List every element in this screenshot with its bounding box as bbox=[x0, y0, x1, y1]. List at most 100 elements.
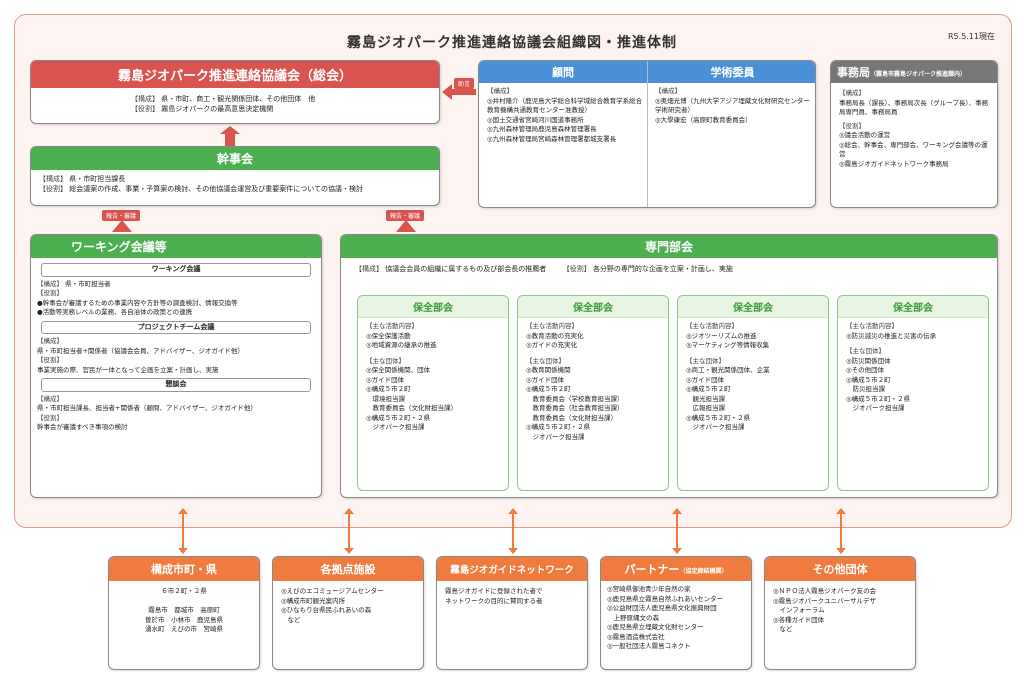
council-role-label: 【役割】 bbox=[131, 105, 159, 113]
secretariat-comp-label: 【構成】 bbox=[839, 89, 865, 97]
advisor-header: 顧問 bbox=[479, 61, 647, 83]
secretariat-header: 事務局（霧島市霧島ジオパーク推進課内） bbox=[831, 61, 997, 83]
team-acts: ◎ジオツーリズムの推進 ◎マーケティング等情報収集 bbox=[686, 331, 770, 350]
bottom-body: ◎えびのエコミュージアムセンター ◎構成市町観光案内所 ◎ひなもり台県民ふれあい… bbox=[281, 587, 384, 624]
working-box: ワーキング会議等 ワーキング会議 【構成】 県・市町担当者 【役割】 ●幹事会が… bbox=[30, 234, 322, 498]
page-title: 霧島ジオパーク推進連絡協議会組織図・推進体制 bbox=[347, 35, 677, 51]
team-orgs: ◎教育関係機関 ◎ガイド団体 ◎構成５市２町 教育委員会（学校教育担当課） 教育… bbox=[526, 366, 624, 441]
team-orgs: ◎防災関係団体 ◎その他団体 ◎構成５市２町 防災担当課 ◎構成５市２町・２県 … bbox=[846, 356, 911, 413]
advisor-item: ◎国土交通省宮崎河川国道事務所 bbox=[487, 115, 584, 124]
date-label: R5.5.11現在 bbox=[948, 32, 996, 41]
secretariat-title: 事務局 bbox=[837, 66, 870, 79]
working-role: ●幹事会が審議するための事業内容や方針等の調査検討、情報交換等 ●活動等実務レベ… bbox=[37, 298, 238, 317]
working-section-title: ワーキング会議 bbox=[41, 263, 311, 277]
working-comp-label: 【構成】 bbox=[37, 279, 63, 288]
team-orgs: ◎保全関係機関、団体 ◎ガイド団体 ◎構成５市２町 環境担当課 教育委員会（文化… bbox=[366, 366, 457, 431]
advisor-item: ◎九州森林管理局宮崎森林管理署都城支署長 bbox=[487, 134, 617, 143]
report-arrow-right-head bbox=[396, 220, 416, 232]
bottom-header: 構成市町・県 bbox=[109, 557, 259, 581]
specialist-comp: 協議会会員の組織に属するもの及び部会長の推薦者 bbox=[385, 265, 547, 273]
executive-box: 幹事会 【構成】 県・市町担当課長 【役割】 総会議案の作成、事業・予算案の検討… bbox=[30, 146, 440, 206]
bottom-body: ６市２町・２県 霧島市 都城市 高原町 曽於市 小林市 鹿児島県 湧水町 えびの… bbox=[145, 587, 223, 633]
team-act-label: 【主な活動内容】 bbox=[526, 322, 578, 330]
link-arrow bbox=[836, 508, 846, 554]
working-role: 事業実施の際、官民が一体となって企画を立案・計画し、実施 bbox=[37, 365, 219, 374]
council-box: 霧島ジオパーク推進連絡協議会（総会） 【構成】 県・市町、商工・観光関係団体、そ… bbox=[30, 60, 440, 124]
specialist-role: 各分野の専門的な企画を立案・計画し、実施 bbox=[592, 265, 733, 273]
link-arrow bbox=[344, 508, 354, 554]
executive-header: 幹事会 bbox=[31, 147, 439, 170]
specialist-role-label: 【役割】 bbox=[562, 265, 591, 273]
advisor-item: ◎井村隆介（鹿児島大学総合科学域総合教育学系総合教育機構共通教育センター准教授） bbox=[487, 96, 643, 115]
secretariat-comp: 事務局長（課長）、事務局次長（グループ長）、事務局専門員、事務局員 bbox=[839, 98, 989, 117]
exec-to-council-stem bbox=[225, 134, 235, 146]
secretariat-box: 事務局（霧島市霧島ジオパーク推進課内） 【構成】 事務局長（課長）、事務局次長（… bbox=[830, 60, 998, 208]
bottom-header: 霧島ジオガイドネットワーク bbox=[437, 557, 587, 581]
team-orgs: ◎商工・観光関係団体、企業 ◎ガイド団体 ◎構成５市２町 観光担当課 広報担当課… bbox=[686, 366, 770, 431]
team-name: 保全部会 bbox=[358, 296, 508, 318]
report-tag-right: 報告・審議 bbox=[386, 210, 425, 221]
working-comp: 県・市町担当課長、担当者+関係者（顧問、アドバイザー、ジオガイド他） bbox=[37, 404, 257, 412]
bottom-header: パートナー（協定締結機関） bbox=[601, 557, 751, 581]
working-comp-label: 【構成】 bbox=[37, 337, 63, 345]
member-municipalities-box: 構成市町・県 ６市２町・２県 霧島市 都城市 高原町 曽於市 小林市 鹿児島県 … bbox=[108, 556, 260, 670]
team-card: 保全部会 【主な活動内容】 ◎ジオツーリズムの推進 ◎マーケティング等情報収集 … bbox=[677, 295, 829, 491]
executive-comp: 県・市町担当課長 bbox=[69, 175, 126, 183]
academic-label: 【構成】 bbox=[655, 87, 681, 95]
bottom-body: 霧島ジオガイドに登録された者で ネットワークの目的に賛同する者 bbox=[445, 587, 543, 605]
working-section-title: プロジェクトチーム会議 bbox=[41, 320, 311, 334]
working-role: 幹事会が審議すべき事項の検討 bbox=[37, 423, 128, 431]
academic-item: ◎大學康宏（高原町教育委員会） bbox=[655, 115, 752, 124]
council-header: 霧島ジオパーク推進連絡協議会（総会） bbox=[31, 61, 439, 88]
advice-arrow bbox=[442, 84, 452, 100]
bottom-body: ◎宮崎県御池青少年自然の家 ◎鹿児島県立霧島自然ふれあいセンター ◎公益財団法人… bbox=[607, 585, 724, 650]
secretariat-role-label: 【役割】 bbox=[839, 121, 865, 130]
secretariat-subtitle: （霧島市霧島ジオパーク推進課内） bbox=[870, 71, 967, 78]
academic-header: 学術委員 bbox=[648, 61, 815, 83]
specialist-comp-label: 【構成】 bbox=[355, 265, 383, 273]
team-act-label: 【主な活動内容】 bbox=[846, 322, 898, 330]
working-role-label: 【役割】 bbox=[37, 413, 63, 422]
council-role: 霧島ジオパークの最高意思決定機関 bbox=[161, 105, 274, 113]
working-section-title: 懇談会 bbox=[41, 378, 311, 392]
team-card: 保全部会 【主な活動内容】 ◎教育活動の充実化 ◎ガイドの充実化 【主な団体】 … bbox=[517, 295, 669, 491]
specialist-box: 専門部会 【構成】 協議会会員の組織に属するもの及び部会長の推薦者 【役割】 各… bbox=[340, 234, 998, 498]
team-acts: ◎防災減災の推進と災害の伝承 bbox=[846, 331, 937, 340]
council-composition: 県・市町、商工・観光関係団体、その他団体 他 bbox=[161, 95, 316, 103]
team-org-label: 【主な団体】 bbox=[526, 356, 565, 365]
secretariat-role: ◎議会活動の運営 bbox=[839, 131, 891, 139]
advice-tag: 助言 bbox=[454, 78, 475, 89]
exec-to-council-arrow bbox=[220, 126, 240, 134]
facilities-box: 各拠点施設 ◎えびのエコミュージアムセンター ◎構成市町観光案内所 ◎ひなもり台… bbox=[272, 556, 424, 670]
team-acts: ◎保全保護活動 ◎地域資源の継承の推進 bbox=[366, 331, 437, 350]
bottom-header: 各拠点施設 bbox=[273, 557, 423, 581]
bottom-header: その他団体 bbox=[765, 557, 915, 581]
team-act-label: 【主な活動内容】 bbox=[366, 322, 418, 330]
secretariat-role: ◎霧島ジオガイドネットワーク事務局 bbox=[839, 159, 949, 168]
report-tag-left: 報告・審議 bbox=[102, 210, 141, 221]
team-name: 保全部会 bbox=[838, 296, 988, 318]
team-card: 保全部会 【主な活動内容】 ◎防災減災の推進と災害の伝承 【主な団体】 ◎防災関… bbox=[837, 295, 989, 491]
working-header: ワーキング会議等 bbox=[31, 235, 321, 258]
advisor-academic-box: 顧問 学術委員 【構成】 ◎井村隆介（鹿児島大学総合科学域総合教育学系総合教育機… bbox=[478, 60, 816, 208]
link-arrow bbox=[508, 508, 518, 554]
link-arrow bbox=[178, 508, 188, 554]
link-arrow bbox=[672, 508, 682, 554]
advisor-item: ◎九州森林管理局鹿児島森林管理署長 bbox=[487, 125, 597, 133]
working-comp: 県・市町担当者+関係者（協議会会員、アドバイザー、ジオガイド他） bbox=[37, 346, 244, 355]
team-acts: ◎教育活動の充実化 ◎ガイドの充実化 bbox=[526, 331, 584, 350]
specialist-header: 専門部会 bbox=[341, 235, 997, 258]
partner-title: パートナー bbox=[624, 563, 680, 576]
team-org-label: 【主な団体】 bbox=[846, 347, 885, 355]
executive-role: 総会議案の作成、事業・予算案の検討、その他協議会運営及び重要案件についての協議・… bbox=[69, 185, 364, 193]
bottom-body: ◎ＮＰＯ法人霧島ジオパーク友の会 ◎霧島ジオパークユニバーサルデザ インフォーラ… bbox=[773, 587, 877, 633]
executive-role-label: 【役割】 bbox=[39, 185, 67, 193]
working-role-label: 【役割】 bbox=[37, 356, 63, 364]
partner-box: パートナー（協定締結機関） ◎宮崎県御池青少年自然の家 ◎鹿児島県立霧島自然ふれ… bbox=[600, 556, 752, 670]
working-comp-label: 【構成】 bbox=[37, 394, 63, 403]
team-name: 保全部会 bbox=[678, 296, 828, 318]
working-role-label: 【役割】 bbox=[37, 289, 63, 297]
team-name: 保全部会 bbox=[518, 296, 668, 318]
team-org-label: 【主な団体】 bbox=[366, 356, 405, 365]
academic-item: ◎奥畑光博（九州大学アジア埋蔵文化財研究センター学術研究者） bbox=[655, 96, 810, 115]
